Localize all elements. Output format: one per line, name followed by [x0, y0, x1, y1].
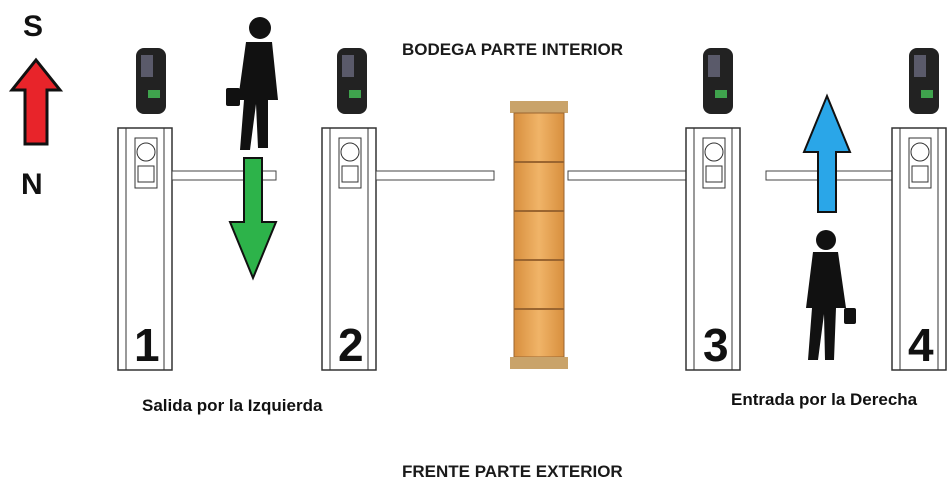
interior-title: BODEGA PARTE INTERIOR: [402, 40, 624, 59]
turnstile-number-4: 4: [908, 319, 934, 371]
exterior-title: FRENTE PARTE EXTERIOR: [402, 462, 623, 481]
turnstile-1: [117, 127, 173, 371]
compass-arrow-icon: [8, 57, 64, 146]
arrow-down-icon: [228, 157, 278, 281]
turnstile-3: [685, 127, 741, 371]
turnstile-number-3: 3: [703, 319, 729, 371]
fingerprint-reader-icon: [136, 48, 166, 114]
wooden-divider: [510, 101, 568, 369]
turnstile-4: [891, 127, 947, 371]
fingerprint-reader-icon: [909, 48, 939, 114]
compass-north-label: N: [21, 168, 43, 201]
fingerprint-reader-icon: [703, 48, 733, 114]
turnstile-number-2: 2: [338, 319, 364, 371]
person-walking-icon: [806, 230, 856, 360]
arrow-up-icon: [802, 93, 852, 213]
turnstile-number-1: 1: [134, 319, 160, 371]
turnstile-2: [321, 127, 377, 371]
entry-caption: Entrada por la Derecha: [731, 390, 918, 409]
fingerprint-reader-icon: [337, 48, 367, 114]
exit-caption: Salida por la Izquierda: [142, 396, 323, 415]
compass-south-label: S: [23, 10, 44, 43]
person-walking-icon: [226, 17, 278, 150]
